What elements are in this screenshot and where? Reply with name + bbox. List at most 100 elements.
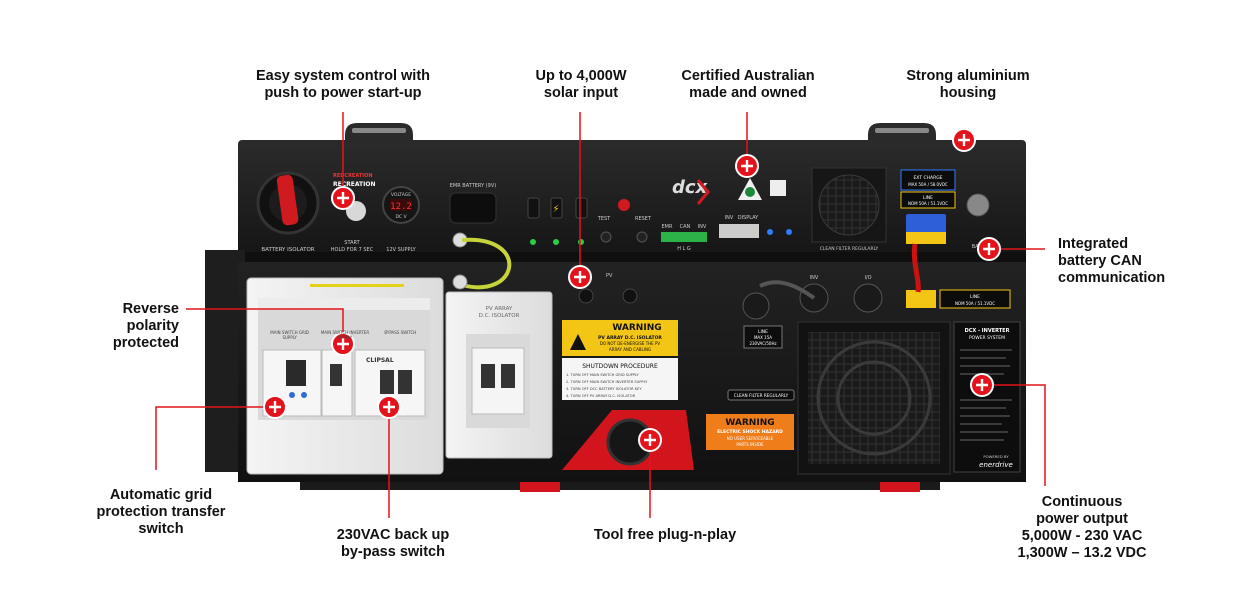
test-label: TEST — [597, 216, 611, 222]
reset-label: RESET — [635, 216, 652, 222]
callout-solar-line-2: solar input — [543, 85, 619, 101]
callout-solar: Up to 4,000W solar input — [535, 68, 626, 102]
callout-bypass-line-1: 230VAC back up — [336, 527, 450, 543]
battery-isolator-label: BATTERY ISOLATOR — [261, 247, 314, 253]
shutdown-step-2: 2. TURN OFF MAIN SWITCH INVERTER SUPPLY — [566, 380, 648, 384]
callout-system-control: Easy system control with push to power s… — [256, 68, 430, 102]
hold-label: HOLD FOR 7 SEC — [331, 247, 374, 253]
enerdrive-logo: enerdrive — [979, 461, 1013, 469]
pv-warning-line-2: DO NOT DE-ENERGISE THE PV — [600, 341, 661, 346]
shutdown-step-3: 3. TURN OFF DCC BATTERY ISOLATOR KEY — [566, 387, 642, 391]
switch-labels: MAIN SWITCH GRID SUPPLY MAIN SWITCH INVE… — [262, 330, 428, 340]
supply-label: 12V SUPPLY — [386, 247, 416, 253]
shock-line-2: NO USER SERVICEABLE — [727, 436, 774, 441]
callout-power-output-line-1: Continuous — [1041, 494, 1123, 510]
powered-by-label: POWERED BY — [983, 454, 1009, 459]
pv-array-label: PV ARRAY — [486, 306, 513, 312]
line-ac-max: MAX 15A — [754, 335, 772, 340]
inv-label: INV — [698, 224, 707, 230]
callout-reverse-polarity-line-3: protected — [112, 335, 179, 351]
line-ac-label: LINE — [758, 329, 768, 335]
marker-can[interactable] — [977, 237, 1001, 261]
top-control-panel: BATTERY ISOLATOR REDCREATION RECREATION … — [238, 140, 1026, 262]
brand-label-2: RECREATION — [333, 181, 375, 188]
ext-charge-rating: MAX 50A / 58.0VDC — [908, 182, 948, 187]
switch-label-inverter: MAIN SWITCH INVERTER SUPPLY — [320, 330, 370, 340]
pv-label: PV — [606, 273, 613, 279]
line-bottom-rating: NOM 50A / 51.1VDC — [955, 301, 995, 306]
callout-can-line-1: Integrated — [1058, 236, 1129, 252]
callout-leaders — [155, 112, 1046, 518]
hlg-label: H L G — [677, 246, 691, 252]
callout-power-output: Continuous power output 5,000W - 230 VAC… — [1018, 494, 1147, 562]
start-label: START — [344, 240, 360, 246]
callout-plug-n-play-line-1: Tool free plug-n-play — [593, 527, 737, 543]
emr-battery-label: EMR BATTERY (9V) — [450, 183, 497, 189]
line-top-rating: NOM 50A / 51.1VDC — [908, 201, 948, 206]
carry-handles — [345, 123, 936, 143]
shutdown-step-1: 1. TURN OFF MAIN SWITCH GRID SUPPLY — [566, 373, 640, 377]
inv-socket-label: INV — [810, 275, 819, 281]
marker-transfer-switch[interactable] — [263, 395, 287, 419]
breaker-brand-label: CLIPSAL — [366, 357, 394, 364]
line-bottom-label: LINE — [970, 294, 980, 300]
pv-warning-line-1: PV ARRAY D.C. ISOLATOR — [598, 335, 662, 341]
callout-system-control-line-1: Easy system control with — [255, 68, 431, 84]
shutdown-step-4: 4. TURN OFF PV ARRAY D.C. ISOLATOR — [566, 394, 636, 398]
voltage-label: VOLTAGE — [391, 192, 411, 198]
callout-housing: Strong aluminium housing — [906, 68, 1029, 102]
callout-bypass-line-2: by-pass switch — [341, 544, 445, 560]
callout-certified-line-2: made and owned — [689, 85, 807, 101]
clean-filter-top-label: CLEAN FILTER REGULARLY — [820, 246, 879, 252]
dc-v-label: DC V — [395, 214, 407, 220]
marker-solar[interactable] — [568, 265, 592, 289]
pv-warning-line-3: ARRAY AND CABLING — [609, 347, 651, 352]
display-port-label: DISPLAY — [738, 215, 759, 221]
io-socket-label: I/O — [864, 275, 871, 281]
marker-reverse-polarity[interactable] — [331, 332, 355, 356]
callout-transfer-switch-line-1: Automatic grid — [109, 487, 213, 503]
callout-plug-n-play: Tool free plug-n-play — [594, 527, 736, 544]
feature-markers — [263, 128, 1001, 452]
brand-label: REDCREATION — [333, 173, 373, 179]
can-label: CAN — [680, 224, 691, 230]
line-top-label: LINE — [923, 195, 933, 201]
callout-power-output-line-2: power output — [1036, 511, 1128, 527]
callout-power-output-line-4: 1,300W – 13.2 VDC — [1017, 545, 1147, 561]
callout-bypass: 230VAC back up by-pass switch — [337, 527, 450, 561]
line-ac-volts: 230VAC/50Hz — [749, 341, 776, 346]
voltage-reading: 12.2 — [390, 202, 412, 212]
callout-reverse-polarity-line-2: polarity — [126, 318, 179, 334]
lower-body: CLIPSAL PV ARRAY D.C. ISOLATOR PV WARNIN… — [205, 237, 1026, 482]
shock-line-1: ELECTRIC SHOCK HAZARD — [717, 429, 783, 435]
marker-system-control[interactable] — [331, 186, 355, 210]
callout-transfer-switch-line-2: protection transfer — [96, 504, 226, 520]
shutdown-title: SHUTDOWN PROCEDURE — [582, 363, 658, 370]
marker-housing[interactable] — [952, 128, 976, 152]
marker-certified[interactable] — [735, 154, 759, 178]
callout-transfer-switch: Automatic grid protection transfer switc… — [97, 487, 226, 538]
marker-bypass[interactable] — [377, 395, 401, 419]
base-stand — [300, 482, 940, 492]
callout-housing-line-1: Strong aluminium — [906, 68, 1030, 84]
callout-certified: Certified Australian made and owned — [681, 68, 814, 102]
clean-filter-bottom-label: CLEAN FILTER REGULARLY — [734, 393, 789, 398]
callout-certified-line-1: Certified Australian — [681, 68, 815, 84]
switch-label-grid: MAIN SWITCH GRID SUPPLY — [270, 330, 310, 340]
callout-power-output-line-3: 5,000W - 230 VAC — [1021, 528, 1143, 544]
marker-plug-n-play[interactable] — [638, 428, 662, 452]
shock-line-3: PARTS INSIDE — [736, 442, 764, 447]
callout-can: Integrated battery CAN communication — [1058, 236, 1165, 287]
pv-isolator-label: D.C. ISOLATOR — [479, 313, 520, 319]
inverter-subtitle: POWER SYSTEM — [969, 335, 1005, 341]
inverter-title: DCX - INVERTER — [965, 328, 1010, 334]
warning-title: WARNING — [612, 323, 661, 333]
callout-reverse-polarity: Reverse polarity protected — [113, 301, 179, 352]
callout-can-line-3: communication — [1058, 270, 1166, 286]
callout-can-line-2: battery CAN — [1058, 253, 1142, 269]
callout-system-control-line-2: push to power start-up — [264, 85, 422, 101]
marker-power-output[interactable] — [970, 373, 994, 397]
warning-title-2: WARNING — [725, 418, 774, 428]
callout-transfer-switch-line-3: switch — [138, 521, 184, 537]
emr-label: EMR — [662, 224, 673, 230]
